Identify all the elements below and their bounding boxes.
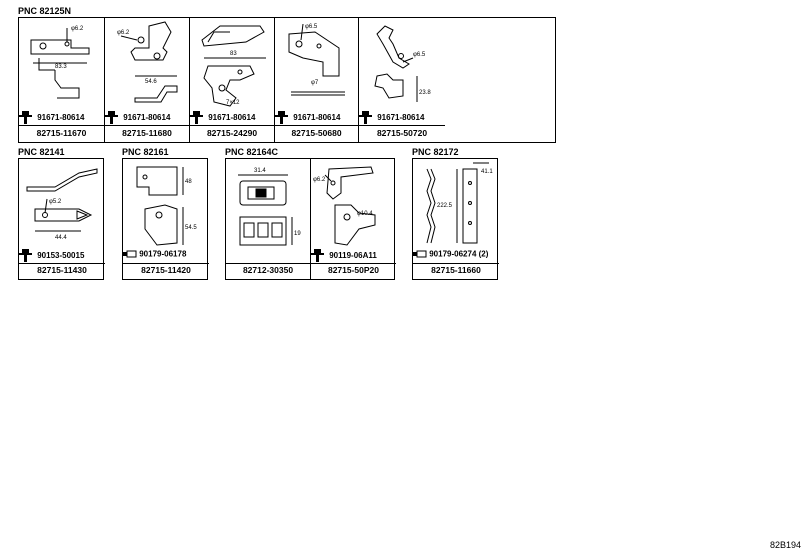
dimension-label: φ6.2: [71, 26, 84, 32]
fastener-number: 91671-80614: [208, 113, 256, 122]
row-divider: [19, 263, 105, 264]
dimension-label: 222.5: [437, 203, 453, 209]
dimension-label: 48: [185, 179, 192, 185]
bracket-drawing: φ6.5 23.8: [374, 25, 431, 102]
part-number: 82715-50720: [376, 128, 428, 138]
part-cell: φ6.2 54.6 91671-80614 82715-11680: [105, 18, 190, 142]
pnc-label: PNC 82125N: [18, 6, 72, 16]
part-cell: φ6.2 83.3 91671-80614 82715-11670: [19, 18, 105, 142]
bolt-icon: [359, 111, 372, 124]
row-divider: [19, 125, 104, 126]
bolt-icon: [190, 111, 203, 124]
fastener-row: 91671-80614: [19, 111, 104, 124]
bracket-drawing: φ6.2 φ10.4: [313, 166, 376, 246]
dimension-label: 7×12: [226, 100, 240, 106]
fastener-number: 90179-06178: [139, 249, 187, 259]
fastener-row: 91671-80614: [275, 111, 358, 124]
dimension-label: φ6.5: [305, 24, 318, 30]
row-divider: [123, 263, 209, 264]
fastener-row: 91671-80614: [105, 111, 189, 124]
part-number: 82715-11670: [36, 128, 87, 138]
bracket-drawing: 48 54.5: [136, 166, 197, 246]
row-divider: [311, 263, 396, 264]
bolt-icon: [275, 111, 288, 124]
pnc-label: PNC 82161: [122, 147, 169, 157]
fastener-number: 91671-80614: [377, 113, 425, 122]
bracket-drawing: 83 7×12: [201, 25, 266, 107]
pnc-label: PNC 82141: [18, 147, 65, 157]
dimension-label: 31.4: [254, 168, 266, 174]
part-number: 82715-11430: [37, 265, 87, 275]
bracket-drawing: φ5.2 44.4: [26, 168, 98, 241]
fastener-row: 90179-06178: [123, 249, 209, 259]
bracket-drawing: φ6.5 φ7: [288, 23, 345, 96]
bracket-drawing: φ6.2 83.3: [30, 26, 90, 99]
fastener-row: 90179-06274 (2): [413, 249, 499, 259]
parts-panel: 48 54.5 90179-06178 82715-11420: [122, 158, 209, 280]
fastener-number: 91671-80614: [37, 113, 85, 122]
row-divider: [226, 263, 310, 264]
part-cell: φ5.2 44.4 90153-50015 82715-11430: [19, 159, 105, 279]
row-divider: [105, 125, 189, 126]
dimension-label: φ6.5: [413, 52, 426, 58]
dimension-label: 41.1: [481, 169, 493, 175]
part-cell: 83 7×12 91671-80614 82715-24290: [190, 18, 275, 142]
row-divider: [190, 125, 274, 126]
fastener-number: 90153-50015: [37, 251, 85, 260]
row-divider: [275, 125, 358, 126]
bracket-drawing: 41.1 222.5: [426, 162, 493, 244]
row-divider: [413, 263, 499, 264]
part-number: 82715-11420: [141, 265, 191, 275]
dimension-label: 44.4: [55, 235, 67, 241]
part-number: 82715-24290: [206, 128, 258, 138]
part-number: 82715-50680: [291, 128, 342, 138]
dimension-label: 83.3: [55, 64, 67, 70]
dimension-label: 19: [294, 231, 301, 237]
figure-code: 82B194: [769, 540, 801, 550]
parts-panel: φ5.2 44.4 90153-50015 82715-11430: [18, 158, 105, 280]
dimension-label: φ6.2: [117, 30, 130, 36]
fastener-row: 90153-50015: [19, 249, 105, 262]
fastener-row: 91671-80614: [359, 111, 445, 124]
part-cell: φ6.5 23.8 91671-80614 82715-50720: [359, 18, 557, 142]
fastener-number: 90179-06274 (2): [429, 249, 489, 259]
dimension-label: φ5.2: [49, 199, 62, 205]
dimension-label: 83: [230, 51, 237, 57]
dimension-label: φ7: [311, 80, 319, 86]
parts-panel: φ6.2 83.3 91671-80614 82715-11670 φ6.2: [18, 17, 556, 143]
pnc-label: PNC 82172: [412, 147, 459, 157]
part-cell: 31.4 19 82712-30350: [226, 159, 311, 279]
bolt-icon: [311, 249, 324, 262]
part-number: 82715-50P20: [327, 265, 380, 275]
bracket-drawing: φ6.2 54.6: [117, 21, 178, 103]
bolt-icon: [105, 111, 118, 124]
dimension-label: 54.6: [145, 79, 157, 85]
clip-icon: [123, 250, 137, 258]
dimension-label: φ10.4: [357, 211, 373, 217]
part-number: 82712-30350: [242, 265, 294, 275]
clip-icon: [413, 250, 427, 258]
part-number: 82715-11660: [431, 265, 481, 275]
connector-drawing: 31.4 19: [238, 168, 301, 246]
parts-panel: 31.4 19 82712-30350 φ6.2 φ10.4 90119-06A…: [225, 158, 396, 280]
fastener-row: 90119-06A11: [311, 249, 396, 262]
fastener-row: 91671-80614: [190, 111, 274, 124]
part-cell: 48 54.5 90179-06178 82715-11420: [123, 159, 209, 279]
part-number: 82715-11680: [122, 128, 172, 138]
fastener-number: 90119-06A11: [329, 251, 377, 260]
parts-panel: 41.1 222.5 90179-06274 (2) 82715-11660: [412, 158, 499, 280]
pnc-label: PNC 82164C: [225, 147, 279, 157]
fastener-number: 91671-80614: [123, 113, 171, 122]
dimension-label: 54.5: [185, 225, 197, 231]
fastener-number: 91671-80614: [293, 113, 341, 122]
bolt-icon: [19, 249, 32, 262]
dimension-label: 23.8: [419, 90, 431, 96]
dimension-label: φ6.2: [313, 177, 326, 183]
part-cell: φ6.2 φ10.4 90119-06A11 82715-50P20: [311, 159, 396, 279]
part-cell: φ6.5 φ7 91671-80614 82715-50680: [275, 18, 359, 142]
bolt-icon: [19, 111, 32, 124]
row-divider: [359, 125, 445, 126]
part-cell: 41.1 222.5 90179-06274 (2) 82715-11660: [413, 159, 499, 279]
